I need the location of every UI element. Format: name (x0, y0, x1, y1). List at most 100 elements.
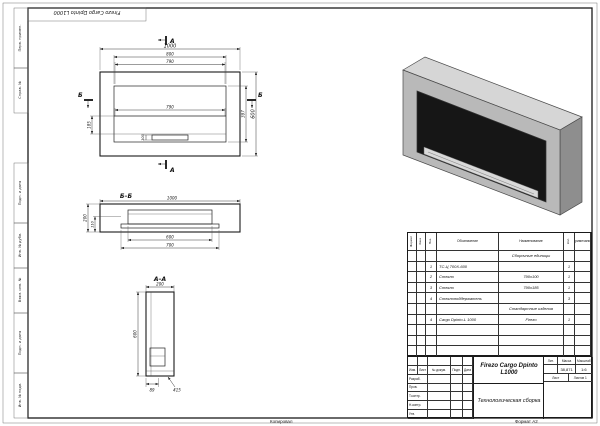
spec-header-format: Формат (408, 233, 417, 251)
sheet-label: Лист (544, 374, 569, 382)
spec-row-name: 790х185 (499, 282, 564, 294)
bb-dim-700: 700 (166, 243, 174, 248)
col-list: Лист (418, 365, 428, 375)
col-doc: № докум. (428, 365, 451, 375)
section-mark-a-top: А (169, 38, 175, 45)
spec-row-qty: 1 (564, 272, 575, 283)
aa-dim-200: 200 (156, 282, 164, 287)
bb-dim-600: 600 (166, 235, 174, 240)
spec-row-designation: ТС-Ц 700Х-600 (437, 261, 499, 273)
spec-row-designation: Cargo Dpinto-L 1000 (437, 314, 499, 326)
section-bb-label: Б–Б (120, 193, 133, 200)
section-mark-b-right: Б (258, 92, 263, 99)
spec-header-designation: Обозначение (437, 233, 499, 251)
bb-outline (99, 203, 241, 233)
document-designation: Firezo Cargo Dpinto L1000 (474, 357, 544, 384)
margin-label-podp-data-1: Подп. и дата (18, 181, 22, 205)
title-block-center: Firezo Cargo Dpinto L1000 Технологическа… (473, 357, 544, 419)
spec-row-name: Стандартные изделия (499, 303, 564, 315)
front-outline (99, 71, 241, 157)
bb-dim-110: 110 (91, 220, 95, 227)
front-dim-600: 600 (251, 109, 257, 119)
spec-row-pos: 3 (426, 282, 437, 294)
margin-label-inv-podl: Инв. № подл. (18, 383, 22, 408)
front-burner-slot (151, 134, 189, 141)
margin-label-podp-data-2: Подп. и дата (18, 331, 22, 355)
spec-header-name: Наименование (499, 233, 564, 251)
spec-header-pos: Поз. (426, 233, 437, 251)
margin-label-inv-dubl: Инв. № дубл. (18, 233, 22, 258)
title-block-right: Лит. Масса Масштаб 38,871 1:6 Лист Листо… (543, 357, 594, 419)
margin-label-perv-primen: Перв. примен. (18, 25, 22, 52)
spec-row-pos (426, 303, 437, 315)
spec-row-pos: 4 (426, 314, 437, 326)
front-dim-185: 185 (87, 121, 92, 129)
col-podp: Подп. (451, 365, 463, 375)
sheets-label: Листов 1 (568, 374, 593, 382)
front-dim-800: 800 (166, 52, 174, 57)
spec-row-qty (564, 251, 575, 262)
mass-label: Масса (558, 357, 576, 365)
front-dim-397: 397 (241, 110, 246, 118)
row-utv: Утв. (408, 410, 428, 419)
section-aa-label: А–А (153, 276, 167, 283)
flipped-title: Firezo Cargo Dpinto L1000 (54, 9, 121, 15)
bb-support (120, 223, 220, 229)
mass-value: 38,871 (558, 365, 576, 374)
spec-row-name (499, 293, 564, 304)
aa-dim-89: 89 (149, 388, 155, 393)
scale-label: Масштаб (575, 357, 594, 365)
iso-right-face (559, 116, 583, 216)
front-opening (113, 85, 227, 143)
iso-opening (416, 90, 547, 203)
front-view: 1000 800 790 790 185 100 600 397 А (78, 36, 263, 174)
row-razrab: Разраб. (408, 374, 428, 384)
aa-dim-415: 415 (173, 388, 181, 393)
isometric-view (402, 56, 583, 216)
row-prov: Пров. (408, 383, 428, 393)
spec-row-name (499, 261, 564, 273)
spec-row-designation: Стеклоподдержатель (437, 293, 499, 304)
spec-row-designation (437, 303, 499, 315)
spec-row-name: Firezo (499, 314, 564, 326)
document-name: Технологическая сборка (477, 398, 541, 405)
spec-row-qty: 1 (564, 261, 575, 273)
row-tkontr: Т.контр. (408, 392, 428, 402)
front-dim-790-mid: 790 (166, 105, 174, 110)
spec-row-qty: 3 (564, 293, 575, 304)
bb-burner (127, 209, 213, 225)
spec-header-qty: Кол. (564, 233, 575, 251)
scale-value: 1:6 (575, 365, 594, 374)
margin-label-vzam-inv: Взам. инв. № (18, 278, 22, 303)
section-mark-b-left: Б (78, 92, 83, 99)
title-block-revision-grid: Изм. Лист № докум. Подп. Дата Разраб. Пр… (408, 357, 473, 419)
aa-outline (145, 291, 175, 377)
section-mark-a-bottom: А (169, 167, 175, 174)
spec-row-qty: 1 (564, 282, 575, 294)
front-dim-1000: 1000 (164, 44, 177, 50)
margin-label-sprav-no: Справ. № (18, 81, 22, 99)
front-dim-100: 100 (141, 133, 145, 140)
aa-dim-600: 600 (133, 330, 138, 338)
spec-row-pos: 4 (426, 293, 437, 304)
spec-row-name: 790х100 (499, 272, 564, 283)
section-aa-view: А–А 200 600 89 415 (133, 276, 182, 393)
spec-row-pos (426, 251, 437, 262)
spec-row-name: Сборочные единицы (499, 251, 564, 262)
format-value: А2 (532, 418, 538, 424)
spec-row-designation (437, 251, 499, 262)
lit-label: Лит. (544, 357, 559, 365)
iso-burner-tray (423, 146, 539, 199)
col-data: Дата (463, 365, 473, 375)
spec-header-note: Примечание (575, 233, 591, 251)
copied-label: Копировал (270, 418, 293, 424)
bb-dim-1000: 1000 (167, 196, 178, 201)
aa-burner (149, 347, 166, 367)
spec-row-qty: 1 (564, 314, 575, 326)
spec-row-pos: 2 (426, 272, 437, 283)
spec-row-designation: Стекло (437, 272, 499, 283)
bb-dim-200: 200 (83, 214, 88, 222)
